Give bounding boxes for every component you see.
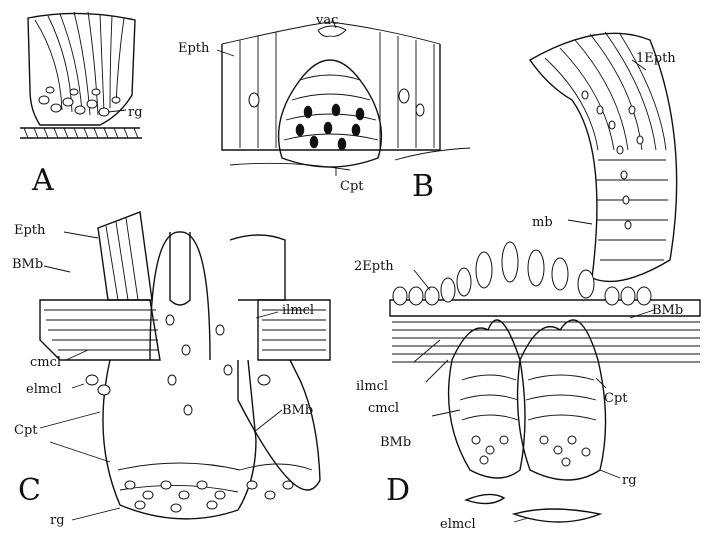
label-1epth: 1Epth [636,51,676,66]
label-d-elmcl: elmcl [440,517,476,532]
label-mb: mb [532,215,553,230]
panel-c-drawing [40,212,330,520]
label-c-epth: Epth [14,223,46,238]
panel-a-drawing [20,12,142,138]
label-c-elmcl: elmcl [26,382,62,397]
panel-a-letter: A [31,163,54,198]
label-b-vac: vac [315,13,338,28]
label-d-bmb: BMb [652,303,683,318]
label-c-bmb2: BMb [282,403,313,418]
label-d-bmb2: BMb [380,435,411,450]
label-d-rg: rg [622,473,637,488]
label-c-bmb: BMb [12,257,43,272]
label-c-ilmcl: ilmcl [282,303,314,318]
panel-c-letter: C [18,473,41,508]
label-d-ilmcl: ilmcl [356,379,388,394]
panel-d-letter: D [386,473,410,508]
label-d-2epth: 2Epth [354,259,394,274]
label-a-rg: rg [128,105,143,120]
label-c-rg: rg [50,513,65,528]
panel-b-letter: B [412,169,434,204]
label-b-epth: Epth [178,41,210,56]
panel-epithelium-drawing [530,32,677,281]
label-d-cmcl: cmcl [368,401,399,416]
label-d-cpt: Cpt [604,391,628,406]
label-c-cpt: Cpt [14,423,38,438]
label-b-cpt: Cpt [340,179,364,194]
panel-d-drawing [390,242,700,522]
label-c-cmcl: cmcl [30,355,61,370]
panel-b-drawing [217,18,470,176]
